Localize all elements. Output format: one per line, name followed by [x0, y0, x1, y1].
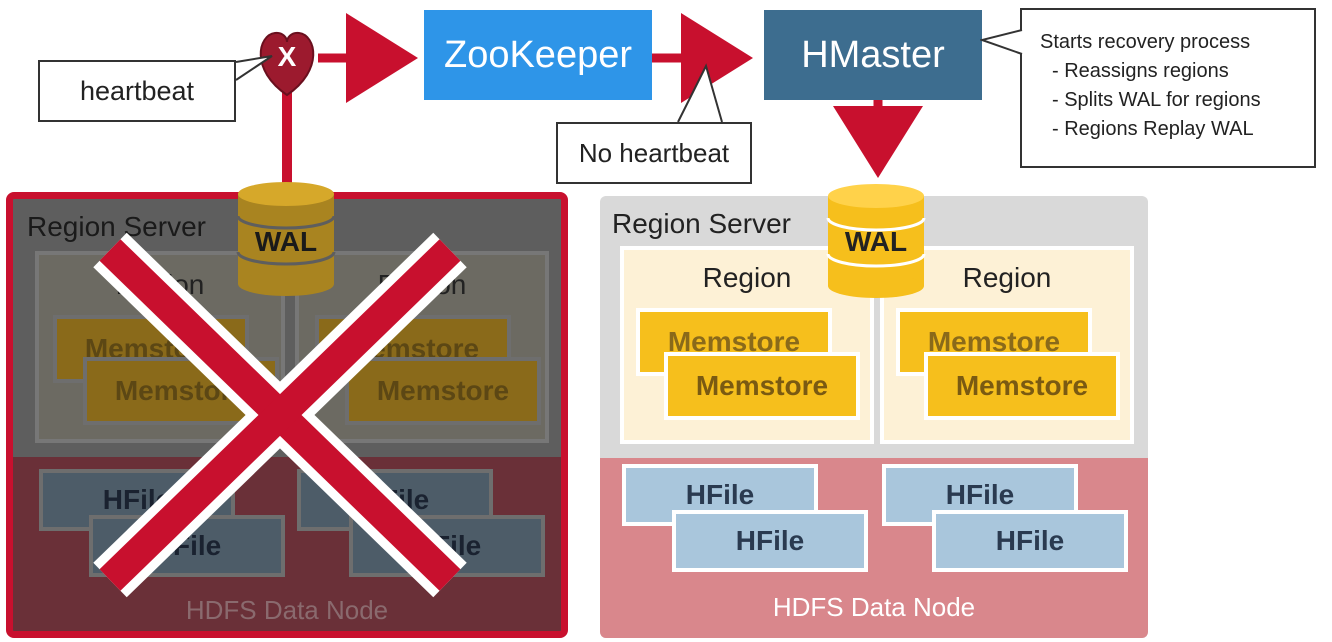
right-hdfs-label: HDFS Data Node [772, 592, 976, 622]
right-region-1-label: Region [702, 262, 792, 293]
no-heartbeat-callout-pointer [677, 63, 723, 123]
right-region-2-hfile-front: HFile [932, 510, 1128, 572]
right-region-2-memstore-front: Memstore [924, 352, 1120, 420]
left-hdfs-label: HDFS Data Node [185, 595, 389, 625]
left-region-2-memstore-front: Memstore [345, 357, 541, 425]
left-region-server-title: Region Server [27, 211, 206, 242]
right-wal-cylinder [826, 184, 926, 298]
right-region-server-title: Region Server [612, 208, 791, 239]
hmaster-box: HMaster [764, 10, 982, 100]
recovery-step-3: - Regions Replay WAL [1052, 118, 1254, 140]
recovery-step-1: - Reassigns regions [1052, 60, 1229, 82]
right-region-1: Region Memstore Memstore [620, 246, 874, 444]
right-region-server: Region Server Region Memstore Memstore R… [600, 196, 1148, 638]
recovery-callout-pointer [980, 29, 1023, 55]
recovery-title: Starts recovery process [1040, 31, 1251, 53]
heartbeat-callout: heartbeat [38, 60, 236, 122]
right-region-2-label: Region [962, 262, 1052, 293]
heartbeat-failed-mark: X [277, 41, 297, 72]
heart-icon [259, 31, 315, 97]
no-heartbeat-label: No heartbeat [578, 137, 730, 168]
recovery-callout: Starts recovery process - Reassigns regi… [1020, 8, 1316, 168]
right-wal-label: WAL [844, 226, 908, 257]
right-region-1-memstore-front: Memstore [664, 352, 860, 420]
zookeeper-box: ZooKeeper [424, 10, 652, 100]
left-wal-label: WAL [254, 226, 318, 257]
right-region-2: Region Memstore Memstore [880, 246, 1134, 444]
heartbeat-label: heartbeat [79, 75, 195, 106]
right-region-1-hfile-front: HFile [672, 510, 868, 572]
failure-cross-icon [93, 232, 467, 598]
no-heartbeat-callout: No heartbeat [556, 122, 752, 184]
left-wal-cylinder [236, 182, 336, 296]
recovery-step-2: - Splits WAL for regions [1052, 89, 1261, 111]
heartbeat-callout-pointer [235, 55, 273, 81]
